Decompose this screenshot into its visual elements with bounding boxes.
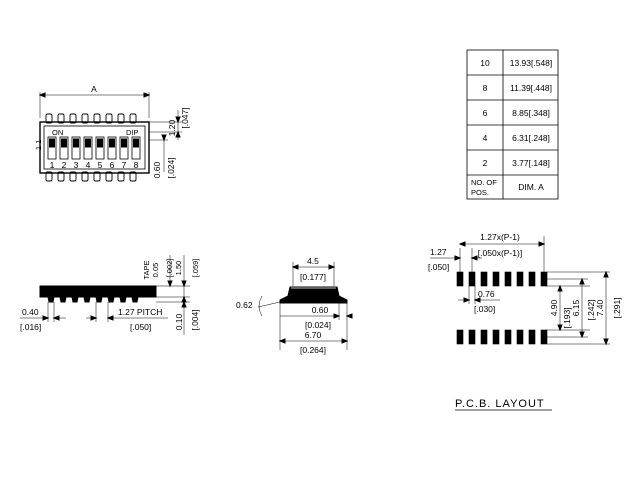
- table-pos-4: 2: [483, 158, 488, 168]
- end-dim-0-024: [0.024]: [305, 320, 331, 330]
- table-header-dim: DIM. A: [518, 182, 544, 192]
- end-view: 4.5 [0.177] 0.62 0.60 [0.024] 6.70 [0.26…: [236, 256, 353, 355]
- switch-number-6: 6: [110, 160, 115, 170]
- pcb-dim-242: [.242]: [586, 299, 596, 320]
- table-dim-2: 8.85[.348]: [512, 108, 550, 118]
- pcb-dim-6-15: 6.15: [571, 299, 581, 316]
- table-header-pos-line1: NO. OF: [471, 178, 497, 187]
- pcb-dim-1-27: 1.27: [430, 247, 447, 257]
- pcb-dim-193: [.193]: [562, 307, 572, 328]
- pcb-formula-inch: [.050x(P-1)]: [478, 248, 522, 258]
- end-dim-0-60: 0.60: [312, 305, 329, 315]
- pcb-pads-lower: [456, 329, 548, 345]
- pcb-dim-7-40: 7.40: [595, 299, 605, 316]
- pcb-layout: 1.27 [.050] 1.27x(P-1) [.050x(P-1)]: [428, 232, 622, 411]
- side-view: TAPE 0.05 [.002] 1.50 [.059] 0.10 [.004]…: [20, 255, 200, 335]
- table-header-pos-line2: POS.: [471, 188, 489, 197]
- top-view: A ON DIP 1 1: [34, 84, 190, 182]
- end-dim-4-5: 4.5: [307, 256, 319, 266]
- end-dim-0-62: 0.62: [236, 300, 253, 310]
- pcb-dim-4-90: 4.90: [549, 299, 559, 316]
- switch-number-7: 7: [122, 160, 127, 170]
- table-pos-3: 4: [483, 133, 488, 143]
- table-dim-3: 6.31[.248]: [512, 133, 550, 143]
- table-dim-4: 3.77[.148]: [512, 158, 550, 168]
- tape-inch: [.002]: [165, 259, 174, 278]
- switch-number-3: 3: [74, 160, 79, 170]
- dim-047: [.047]: [180, 107, 190, 128]
- height-1-50: 1.50: [174, 261, 183, 276]
- dim-004: [.004]: [190, 309, 200, 330]
- dim-1-20: 1.20: [167, 119, 177, 136]
- dimension-table: 10 13.93[.548] 8 11.39[.448] 6 8.85[.348…: [466, 49, 559, 200]
- switch-number-4: 4: [86, 160, 91, 170]
- top-pins-lower: [45, 171, 137, 182]
- switch-array: [47, 136, 141, 160]
- table-dim-0: 13.93[.548]: [510, 58, 553, 68]
- pcb-dim-030: [.030]: [474, 304, 495, 314]
- pcb-dim-291: [.291]: [612, 297, 622, 318]
- dim-016: [.016]: [20, 322, 41, 332]
- switch-number-8: 8: [134, 160, 139, 170]
- tape-label: TAPE: [142, 260, 151, 279]
- pcb-pads-upper: [456, 271, 548, 287]
- dim-0-60: 0.60: [152, 161, 162, 178]
- end-dim-6-70: 6.70: [305, 330, 322, 340]
- side-mark: 1 1: [34, 140, 43, 150]
- switch-number-2: 2: [62, 160, 67, 170]
- dim-0-40: 0.40: [22, 307, 39, 317]
- table-pos-2: 6: [483, 108, 488, 118]
- pcb-dim-050: [.050]: [428, 262, 449, 272]
- dim-024: [.024]: [166, 157, 176, 178]
- top-pins-upper: [45, 113, 137, 124]
- pcb-layout-title: P.C.B. LAYOUT: [455, 398, 545, 410]
- table-pos-0: 10: [480, 58, 490, 68]
- pitch-label: 1.27 PITCH: [118, 307, 162, 317]
- on-label: ON: [52, 128, 63, 137]
- side-pins: [47, 296, 139, 303]
- pitch-inch: [.050]: [130, 322, 151, 332]
- height-059: [.059]: [191, 259, 200, 278]
- table-pos-1: 8: [483, 83, 488, 93]
- tape-value: 0.05: [151, 263, 160, 278]
- pcb-formula: 1.27x(P-1): [480, 232, 520, 242]
- dim-a-label: A: [91, 84, 97, 94]
- dim-0-10: 0.10: [174, 313, 184, 330]
- table-dim-1: 11.39[.448]: [510, 83, 552, 93]
- dip-label: DIP: [126, 128, 139, 137]
- switch-number-5: 5: [98, 160, 103, 170]
- pcb-dim-0-76: 0.76: [478, 289, 495, 299]
- switch-number-1: 1: [50, 160, 55, 170]
- end-dim-0-177: [0.177]: [300, 272, 326, 282]
- end-dim-0-264: [0.264]: [300, 345, 326, 355]
